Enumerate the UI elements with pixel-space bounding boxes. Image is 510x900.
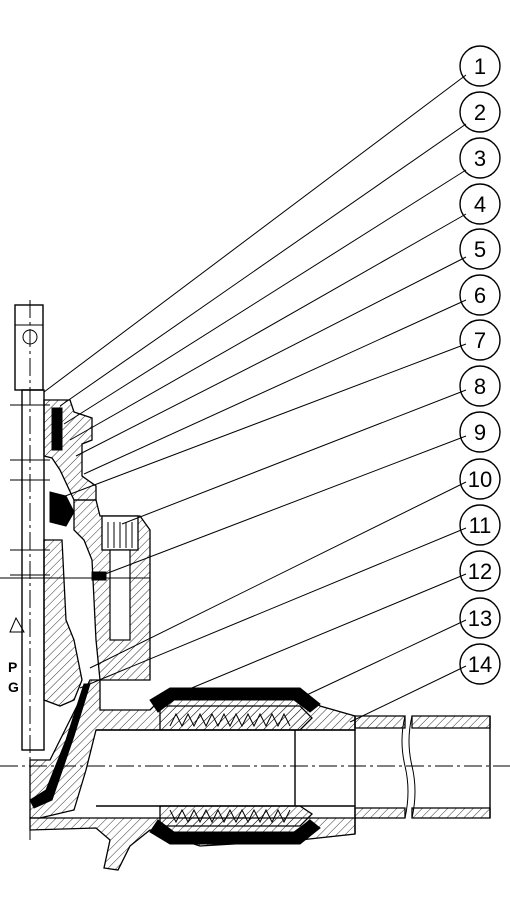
callout-14: 14 (459, 643, 501, 685)
svg-text:12: 12 (468, 559, 492, 584)
svg-text:5: 5 (474, 237, 486, 262)
callout-13: 13 (459, 597, 501, 639)
svg-text:2: 2 (474, 100, 486, 125)
svg-text:14: 14 (468, 652, 492, 677)
side-mark-p: P (8, 659, 17, 675)
callout-11: 11 (459, 504, 501, 546)
wedge (43, 539, 83, 707)
body-flange (0, 499, 151, 681)
svg-text:1: 1 (474, 54, 486, 79)
callout-5: 5 (459, 228, 501, 270)
socket (149, 687, 321, 845)
callout-4: 4 (459, 183, 501, 225)
svg-text:4: 4 (474, 192, 486, 217)
callout-2: 2 (459, 91, 501, 133)
svg-text:9: 9 (474, 420, 486, 445)
callout-9: 9 (459, 411, 501, 453)
svg-text:6: 6 (474, 283, 486, 308)
svg-text:7: 7 (474, 328, 486, 353)
side-marks: P G (8, 616, 25, 695)
svg-text:3: 3 (474, 146, 486, 171)
bonnet (43, 399, 97, 527)
svg-text:8: 8 (474, 374, 486, 399)
callout-12: 12 (459, 550, 501, 592)
callout-8: 8 (459, 365, 501, 407)
callout-10: 10 (459, 458, 501, 500)
callout-1: 1 (459, 45, 501, 87)
callout-6: 6 (459, 274, 501, 316)
callout-7: 7 (459, 319, 501, 361)
svg-text:11: 11 (469, 513, 492, 538)
leader-lines (43, 74, 467, 723)
svg-text:10: 10 (468, 467, 492, 492)
callout-3: 3 (459, 137, 501, 179)
svg-text:13: 13 (468, 606, 492, 631)
pipe (96, 715, 491, 834)
side-mark-g: G (8, 679, 19, 695)
